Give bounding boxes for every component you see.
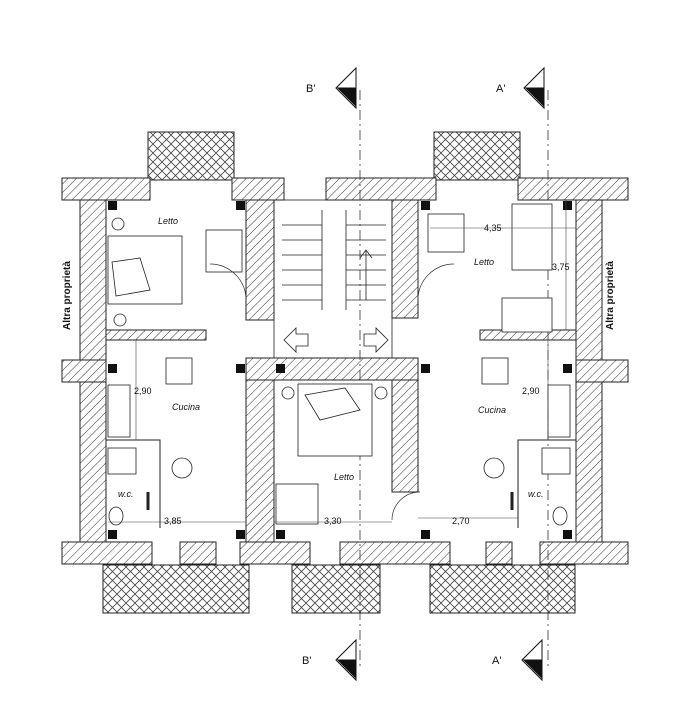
stairwell [273, 199, 393, 359]
wall-top-mid [325, 177, 437, 201]
wardrobe-right [427, 213, 465, 253]
section-a-bottom: A' [492, 655, 501, 667]
armchair-right [483, 457, 505, 479]
toilet-right [552, 506, 568, 526]
wall-bottom-a [61, 541, 153, 565]
wall-core-bottom [245, 357, 419, 381]
nightstand-center-b [374, 386, 388, 400]
dimension-385: 3,85 [164, 516, 182, 526]
balconies [102, 131, 576, 614]
furniture [107, 203, 571, 526]
wall-right-upper [575, 199, 603, 361]
balcony-bottom-center [291, 564, 381, 614]
dimension-330: 3,30 [324, 516, 342, 526]
dimension-435: 4,35 [484, 223, 502, 233]
wall-core-right [391, 199, 419, 319]
room-letto-center: Letto [334, 472, 354, 482]
balcony-bottom-left [102, 564, 250, 614]
room-wc-right: w.c. [528, 489, 544, 499]
labels: B' A' B' A' Altra proprietà Altra propri… [62, 83, 616, 667]
toilet-left [108, 506, 124, 526]
arrow-left-icon [283, 327, 309, 353]
wall-right-stub [575, 359, 629, 383]
wall-left-upper [79, 199, 107, 361]
counter-left [107, 384, 131, 438]
arrow-right-icon [363, 327, 389, 353]
wall-bottom-f [539, 541, 629, 565]
wall-bottom-c [239, 541, 311, 565]
table-right [481, 357, 509, 385]
room-letto-right: Letto [474, 257, 494, 267]
wall-core-left [245, 199, 275, 321]
nightstand-left-b [113, 313, 127, 327]
wall-bottom-b [179, 541, 217, 565]
columns [108, 201, 572, 539]
wall-left-stub-top [61, 359, 107, 383]
room-cucina-right: Cucina [478, 405, 506, 415]
balcony-bottom-right [429, 564, 576, 614]
shower-right [541, 447, 571, 475]
room-cucina-left: Cucina [172, 402, 200, 412]
bed-right-top [511, 203, 553, 271]
wardrobe-left [205, 229, 243, 273]
wall-center-left [245, 379, 275, 543]
wall-left-lower [79, 381, 107, 545]
wardrobe-center [275, 483, 319, 525]
counter-right [547, 384, 571, 438]
wall-bottom-d [339, 541, 451, 565]
room-letto-left: Letto [158, 216, 178, 226]
door-swings [209, 263, 455, 521]
dimension-290-right: 2,90 [522, 386, 540, 396]
wall-top-left-b [231, 177, 285, 201]
dimension-290-left: 2,90 [134, 386, 152, 396]
nightstand-left-a [111, 217, 125, 231]
dimension-270: 2,70 [452, 516, 470, 526]
wc-partitions [106, 439, 576, 528]
side-label-right: Altra proprietà [605, 261, 616, 330]
side-label-left: Altra proprietà [62, 261, 73, 330]
wall-right-lower [575, 381, 603, 545]
section-b-bottom: B' [302, 655, 311, 667]
wall-top-right [517, 177, 629, 201]
bed-left [107, 235, 183, 305]
balcony-top-right [433, 131, 521, 181]
armchair-left [171, 457, 193, 479]
walls [61, 177, 629, 565]
section-b-top: B' [306, 83, 315, 95]
dimension-lines [108, 200, 576, 523]
table-left [165, 357, 193, 385]
section-a-top: A' [496, 83, 505, 95]
bed-right-bottom [501, 297, 553, 333]
balcony-top-left [147, 131, 235, 181]
shower-left [107, 447, 137, 475]
room-wc-left: w.c. [118, 489, 134, 499]
wall-center-right [391, 379, 419, 493]
nightstand-center-a [281, 386, 295, 400]
wall-top-left-a [61, 177, 151, 201]
wall-bottom-e [485, 541, 513, 565]
dimension-375: 3,75 [552, 262, 570, 272]
section-markers [335, 66, 545, 682]
wall-left-bed-bottom [105, 329, 207, 341]
bed-center [297, 383, 373, 457]
